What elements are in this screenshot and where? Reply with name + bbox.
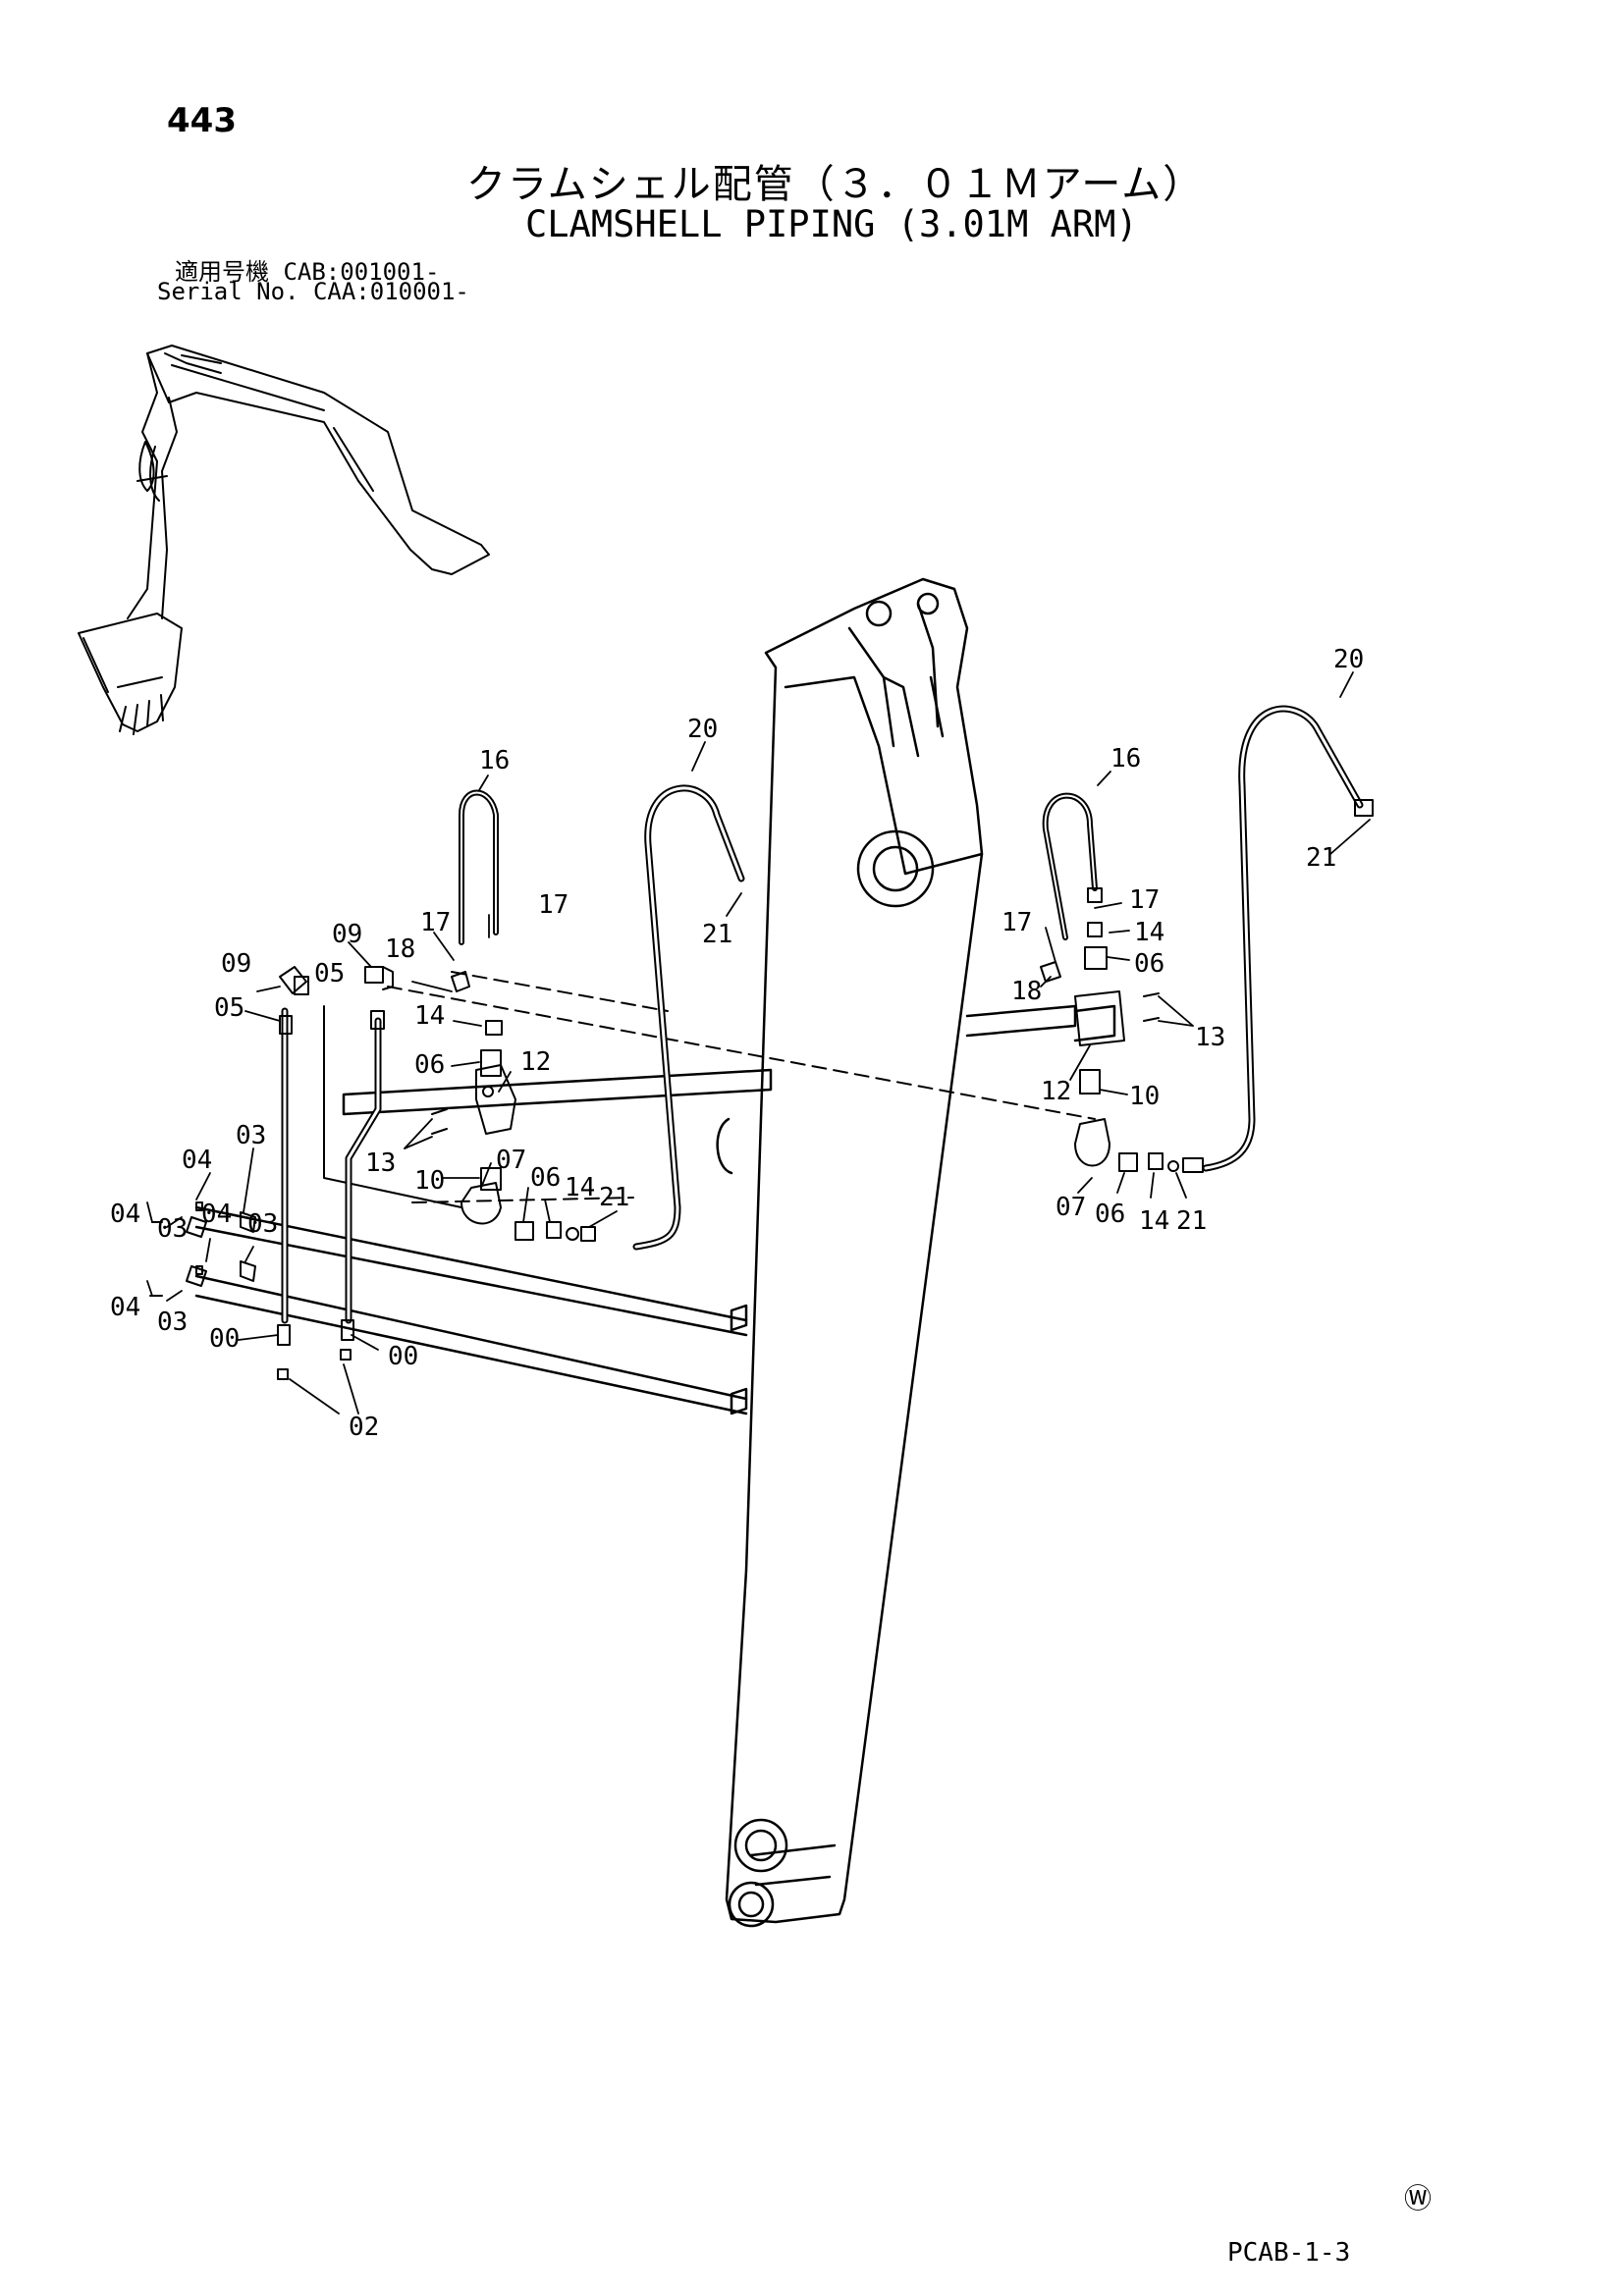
copyright-mark: Ⓦ [1404, 2182, 1433, 2215]
callout-05-left: 05 [214, 993, 244, 1023]
callout-06-right: 06 [1134, 949, 1164, 979]
callout-09-left: 09 [221, 949, 251, 979]
callout-00-right: 00 [388, 1342, 418, 1371]
callout-13-right: 13 [1195, 1023, 1225, 1052]
applicable-serial-japanese: 適用号機 CAB:001001- [175, 258, 440, 286]
document-code: PCAB-1-3 [1227, 2238, 1351, 2268]
right-fittings [1040, 799, 1374, 1173]
callout-20-right: 20 [1333, 645, 1364, 674]
callout-03-d: 03 [157, 1308, 188, 1337]
callout-17-left-a: 17 [538, 890, 568, 920]
callout-17-right-a: 17 [1129, 885, 1160, 915]
callout-07-right: 07 [1056, 1193, 1086, 1222]
callout-labels: 16 20 21 17 09 18 17 05 09 05 14 06 12 1… [110, 645, 1364, 1442]
callout-07-left: 07 [496, 1146, 526, 1175]
callout-20-left: 20 [687, 715, 718, 744]
callout-06-left-lower: 06 [530, 1163, 561, 1193]
callout-14-right-lower: 14 [1139, 1206, 1169, 1236]
callout-09-left-upper: 09 [332, 920, 362, 949]
callout-03-a: 03 [236, 1121, 266, 1150]
callout-06-right-lower: 06 [1095, 1200, 1125, 1229]
excavator-thumbnail [78, 345, 490, 735]
callout-18-left: 18 [385, 934, 415, 964]
page-title-english: CLAMSHELL PIPING (3.01M ARM) [525, 203, 1138, 245]
page-title-japanese: クラムシェル配管（３．０１Ｍアーム） [466, 162, 1205, 207]
callout-16-left: 16 [479, 746, 510, 775]
callout-04-b: 04 [110, 1200, 140, 1229]
right-hoses [1042, 705, 1364, 1172]
callout-03-b: 03 [157, 1214, 188, 1244]
arm-body [716, 577, 984, 1928]
callout-21-right-upper: 21 [1306, 843, 1336, 873]
callout-06-left: 06 [414, 1050, 445, 1080]
callout-04-a: 04 [182, 1146, 212, 1175]
callout-16-right: 16 [1110, 744, 1141, 774]
callout-12-left: 12 [520, 1047, 551, 1077]
leader-lines [146, 671, 1371, 1415]
callout-12-right: 12 [1041, 1077, 1071, 1106]
callout-04-c: 04 [201, 1200, 232, 1229]
callout-21-right-lower: 21 [1176, 1206, 1207, 1236]
callout-14-left: 14 [414, 1001, 445, 1031]
callout-17-right-b: 17 [1001, 908, 1032, 937]
callout-18-right: 18 [1011, 977, 1042, 1006]
callout-03-c: 03 [247, 1209, 278, 1239]
mounting-frame [194, 1004, 1116, 1415]
callout-21-left-upper: 21 [702, 920, 732, 949]
callout-13-left: 13 [365, 1148, 396, 1178]
callout-00-left: 00 [209, 1324, 240, 1354]
callout-14-left-lower: 14 [565, 1173, 595, 1202]
callout-10-right: 10 [1129, 1082, 1160, 1111]
left-hoses [281, 784, 745, 1324]
callout-14-right: 14 [1134, 918, 1164, 947]
assembly-centerlines [387, 971, 1096, 1203]
callout-17-left-b: 17 [420, 908, 451, 937]
callout-04-d: 04 [110, 1293, 140, 1322]
page-number: 443 [167, 101, 237, 140]
callout-10-left: 10 [414, 1166, 445, 1196]
callout-21-left-lower: 21 [599, 1183, 629, 1212]
callout-02: 02 [349, 1413, 379, 1442]
callout-05-left-upper: 05 [314, 959, 345, 988]
applicable-serial-english: Serial No. CAA:010001- [157, 278, 469, 305]
left-fittings [149, 966, 596, 1380]
